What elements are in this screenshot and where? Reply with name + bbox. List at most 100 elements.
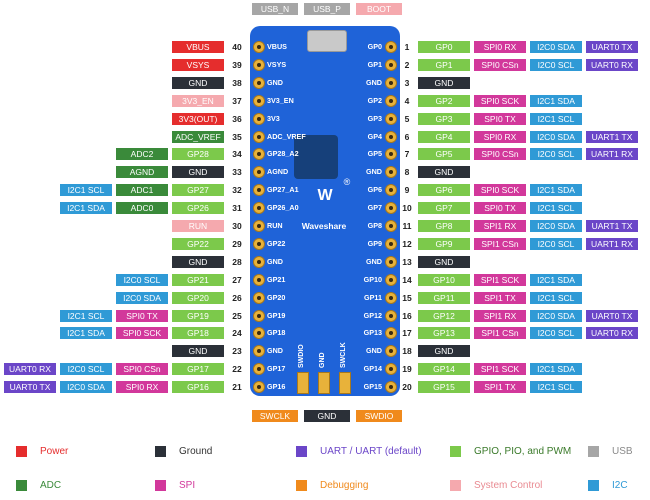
pin-number: 3 [404, 78, 410, 88]
pin-number: 40 [232, 42, 242, 52]
pin-silk-label: 3V3 [267, 114, 280, 123]
pin-pad [385, 184, 397, 196]
pin-pad [253, 220, 265, 232]
pin-pad [385, 238, 397, 250]
pin-silk-label: GP17 [267, 364, 286, 373]
pin-number: 16 [402, 311, 412, 321]
pin-number: 34 [232, 149, 242, 159]
pin-label-spi: SPI0 CSn [474, 148, 526, 160]
pin-label-ground: GND [172, 345, 224, 357]
pin-label-power: VBUS [172, 41, 224, 53]
pin-number: 20 [402, 382, 412, 392]
pin-label-gpio: GP19 [172, 310, 224, 322]
pin-silk-label: GP22 [267, 239, 286, 248]
pin-label-i2c: I2C1 SDA [60, 327, 112, 339]
rp2040-chip [294, 135, 338, 179]
pin-label-spi: SPI0 TX [116, 310, 168, 322]
pin-silk-label: GND [267, 257, 283, 266]
pin-silk-label: GND [366, 346, 382, 355]
legend-swatch-spi [155, 480, 166, 491]
pin-number: 11 [402, 221, 412, 231]
pin-pad [253, 95, 265, 107]
pin-pad [253, 310, 265, 322]
pin-pad [253, 59, 265, 71]
pin-label-spi: SPI1 SCK [474, 363, 526, 375]
pin-number: 27 [232, 275, 242, 285]
pin-number: 24 [232, 328, 242, 338]
top-label-usb: USB_N [252, 3, 298, 15]
pin-label-spi: SPI1 SCK [474, 274, 526, 286]
pin-label-power: VSYS [172, 59, 224, 71]
pin-silk-label: AGND [267, 167, 289, 176]
pin-label-gpio: GP0 [418, 41, 470, 53]
pin-number: 15 [402, 293, 412, 303]
pin-number: 8 [404, 167, 410, 177]
pin-number: 33 [232, 167, 242, 177]
pin-silk-label: ADC_VREF [267, 132, 306, 141]
pin-silk-label: VSYS [267, 60, 287, 69]
legend-label-uart: UART / UART (default) [320, 446, 422, 457]
pin-number: 5 [404, 114, 410, 124]
pin-label-i2c: I2C0 SDA [530, 310, 582, 322]
legend-label-system: System Control [474, 480, 543, 491]
legend-swatch-gpio [450, 446, 461, 457]
pin-silk-label: 3V3_EN [267, 96, 294, 105]
legend-swatch-i2c [588, 480, 599, 491]
pin-label-ground: GND [172, 77, 224, 89]
pin-label-gpio: GP4 [418, 131, 470, 143]
pin-label-spi: SPI0 SCK [474, 95, 526, 107]
pin-silk-label: GP6 [367, 185, 382, 194]
pin-pad [385, 166, 397, 178]
swd-pad [318, 372, 330, 394]
pin-label-gpio: GP12 [418, 310, 470, 322]
pin-pad [385, 274, 397, 286]
pin-label-i2c: I2C1 SCL [60, 184, 112, 196]
pin-label-uart: UART0 RX [4, 363, 56, 375]
pin-label-i2c: I2C0 SCL [530, 148, 582, 160]
pin-label-spi: SPI0 RX [116, 381, 168, 393]
pin-silk-label: GP7 [367, 203, 382, 212]
bottom-label-debug: SWCLK [252, 410, 298, 422]
pin-silk-label: GP28_A2 [267, 149, 299, 158]
pin-silk-label: GP11 [364, 293, 382, 302]
pin-label-system: RUN [172, 220, 224, 232]
pin-pad [385, 327, 397, 339]
pin-number: 19 [402, 364, 412, 374]
pin-label-adc: ADC2 [116, 148, 168, 160]
pin-label-gpio: GP2 [418, 95, 470, 107]
pin-label-ground: GND [418, 166, 470, 178]
pin-pad [253, 148, 265, 160]
legend-label-gpio: GPIO, PIO, and PWM [474, 446, 572, 457]
pin-pad [253, 131, 265, 143]
pin-label-spi: SPI0 RX [474, 131, 526, 143]
pin-silk-label: GND [366, 257, 382, 266]
bottom-label-ground: GND [304, 410, 350, 422]
pin-label-ground: GND [172, 256, 224, 268]
pin-label-gpio: GP10 [418, 274, 470, 286]
pin-label-spi: SPI0 SCK [116, 327, 168, 339]
pin-pad [385, 59, 397, 71]
pin-number: 4 [404, 96, 410, 106]
pin-pad [385, 77, 397, 89]
pin-label-spi: SPI0 TX [474, 113, 526, 125]
pin-silk-label: GP4 [367, 132, 382, 141]
pin-pad [253, 363, 265, 375]
pin-silk-label: GP12 [363, 311, 382, 320]
pin-number: 36 [232, 114, 242, 124]
legend-label-usb: USB [612, 446, 633, 457]
pin-silk-label: GP0 [367, 42, 382, 51]
pin-label-i2c: I2C1 SCL [530, 202, 582, 214]
pin-number: 23 [232, 346, 242, 356]
pin-pad [253, 41, 265, 53]
pin-pad [253, 274, 265, 286]
pin-label-i2c: I2C1 SDA [530, 363, 582, 375]
pin-label-gpio: GP6 [418, 184, 470, 196]
pin-label-ground: GND [418, 345, 470, 357]
pin-label-spi: SPI1 TX [474, 381, 526, 393]
pin-number: 35 [232, 132, 242, 142]
pin-label-i2c: I2C1 SCL [530, 292, 582, 304]
pin-silk-label: GP27_A1 [267, 185, 299, 194]
swd-silk-label: SWCLK [340, 342, 347, 368]
pin-label-gpio: GP28 [172, 148, 224, 160]
legend-swatch-ground [155, 446, 166, 457]
